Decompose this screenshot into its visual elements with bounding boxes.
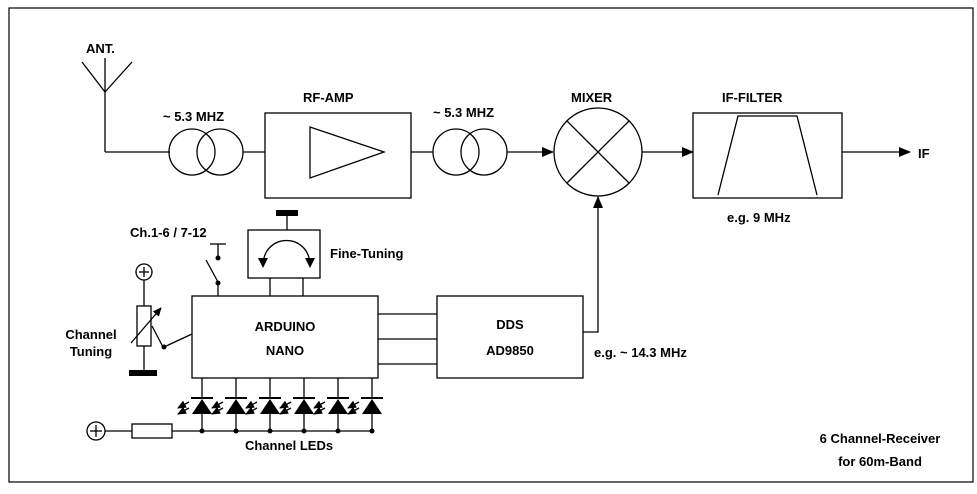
channel-led-6: [347, 378, 383, 434]
arduino-label-line1: ARDUINO: [255, 319, 316, 334]
arduino-nano-block: [191, 295, 379, 379]
channel-led-5: [313, 378, 349, 434]
rf-amp-block: [264, 112, 412, 199]
diagram-frame: [8, 7, 974, 483]
freq-label-1: ~ 5.3 MHZ: [163, 109, 224, 124]
channel-switch-symbol: [205, 243, 226, 296]
antenna-label: ANT.: [86, 41, 115, 56]
fine-tuning-label: Fine-Tuning: [330, 246, 403, 261]
rf-amp-label: RF-AMP: [303, 90, 354, 105]
arduino-dds-bus: [378, 313, 437, 365]
caption-line2: for 60m-Band: [838, 454, 922, 469]
dds-block: [436, 295, 584, 379]
fine-tuning-ground-bar: [276, 210, 298, 216]
antenna-symbol: [81, 58, 133, 152]
fine-tuning-block: [247, 229, 321, 279]
channel-led-4: [279, 378, 315, 434]
caption-line1: 6 Channel-Receiver: [820, 431, 941, 446]
amplifier-triangle: [309, 126, 386, 179]
arduino-label-line2: NANO: [266, 343, 304, 358]
mixer-label: MIXER: [571, 90, 613, 105]
if-filter-label: IF-FILTER: [722, 90, 783, 105]
channel-tuning-label-line1: Channel: [65, 327, 116, 342]
input-transformer-1: [168, 128, 244, 176]
if-output-label: IF: [918, 146, 930, 161]
if-freq-label: e.g. 9 MHz: [727, 210, 791, 225]
input-transformer-2: [432, 128, 508, 176]
led-supply: [86, 421, 371, 441]
dds-freq-label: e.g. ~ 14.3 MHz: [594, 345, 687, 360]
channel-led-1: [177, 378, 213, 434]
rotary-encoder-icon: [258, 240, 315, 268]
channel-tuning-label-line2: Tuning: [70, 344, 112, 359]
channel-switch-label: Ch.1-6 / 7-12: [130, 225, 207, 240]
dds-label-line1: DDS: [496, 317, 524, 332]
channel-tuning-pot: [129, 263, 193, 376]
mixer-symbol: [553, 107, 643, 197]
filter-passband-shape: [717, 115, 818, 196]
channel-leds-label: Channel LEDs: [245, 438, 333, 453]
dds-label-line2: AD9850: [486, 343, 534, 358]
freq-label-2: ~ 5.3 MHZ: [433, 105, 494, 120]
channel-led-array: [177, 378, 383, 434]
channel-led-3: [245, 378, 281, 434]
wire-dds-mixer: [583, 196, 603, 333]
if-filter-block: [692, 112, 843, 199]
channel-led-2: [211, 378, 247, 434]
